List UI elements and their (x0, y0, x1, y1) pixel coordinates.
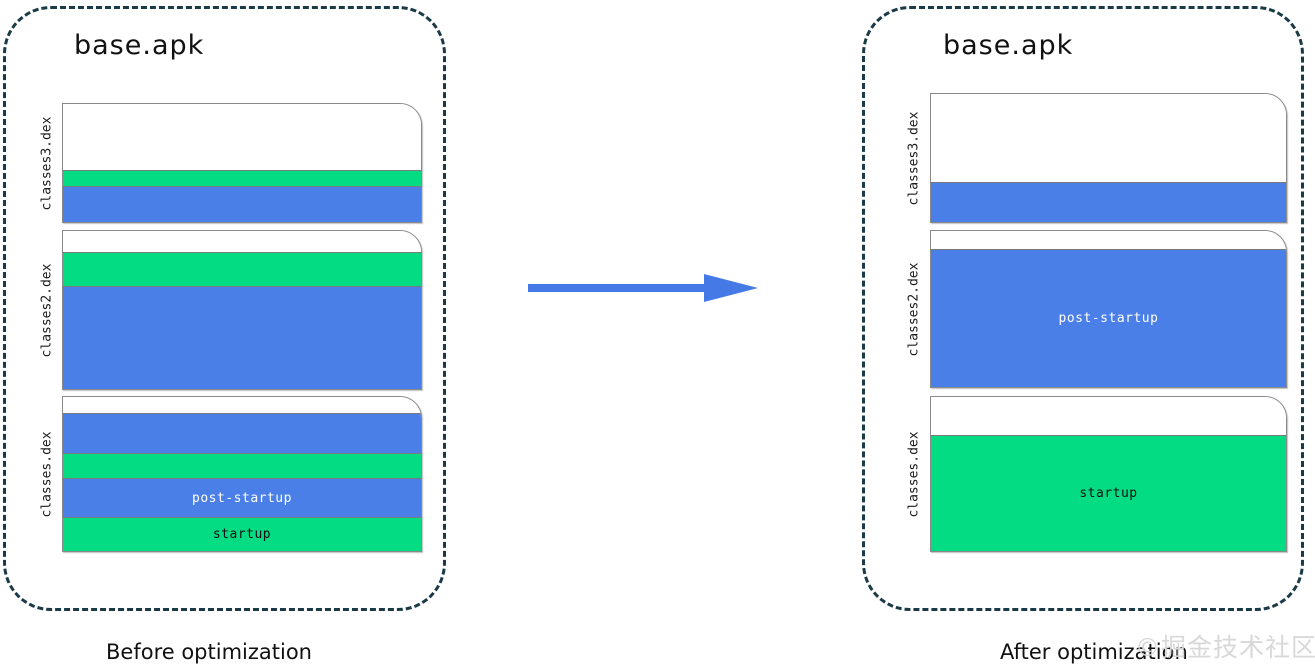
dex-segment-white (931, 94, 1286, 182)
dex-label-text: classes2.dex (39, 263, 55, 357)
dex-segment-label: post-startup (192, 490, 292, 506)
dex-stack: post-startup (930, 230, 1287, 388)
dex-label-text: classes2.dex (906, 262, 922, 356)
dex-label-classes-dex: classes.dex (36, 396, 58, 552)
dex-segment-green (63, 169, 421, 186)
dex-label-classes2-dex: classes2.dex (903, 230, 925, 388)
dex-segment-blue (931, 181, 1286, 222)
page-title-left: base.apk (74, 30, 205, 61)
dex-group-classes2-before: classes2.dex (36, 230, 422, 390)
dex-segment-label: post-startup (1058, 310, 1159, 326)
dex-segment-green (63, 251, 421, 287)
dex-segment-blue-post-startup: post-startup (63, 478, 421, 518)
dex-label-classes3-dex: classes3.dex (903, 93, 925, 223)
dex-stack (62, 230, 422, 390)
dex-segment-green-startup: startup (931, 434, 1286, 551)
caption-after: After optimization (1000, 640, 1188, 664)
dex-group-classes-after: classes.dex startup (903, 396, 1287, 552)
dex-segment-blue-post-startup: post-startup (931, 248, 1286, 387)
optimization-arrow (528, 272, 758, 304)
dex-label-classes-dex: classes.dex (903, 396, 925, 552)
watermark: ©掘金技术社区 (1135, 633, 1315, 662)
dex-stack (62, 103, 422, 223)
dex-label-text: classes.dex (39, 430, 55, 518)
dex-segment-label: startup (1079, 485, 1138, 501)
caption-before: Before optimization (106, 640, 312, 664)
dex-stack (930, 93, 1287, 223)
dex-group-classes3-before: classes3.dex (36, 103, 422, 223)
dex-segment-green-startup: startup (63, 517, 421, 551)
page-title-right: base.apk (943, 30, 1074, 61)
dex-label-text: classes3.dex (39, 116, 55, 210)
dex-group-classes-before: classes.dex post-startup startup (36, 396, 422, 552)
dex-stack: post-startup startup (62, 396, 422, 552)
dex-label-classes3-dex: classes3.dex (36, 103, 58, 223)
dex-segment-green (63, 453, 421, 478)
dex-segment-blue (63, 286, 421, 389)
dex-stack: startup (930, 396, 1287, 552)
arrow-right-icon (528, 274, 758, 302)
dex-segment-blue (63, 185, 421, 222)
dex-segment-label: startup (212, 527, 272, 543)
after-optimization-panel (862, 6, 1304, 611)
dex-label-classes2-dex: classes2.dex (36, 230, 58, 390)
dex-group-classes3-after: classes3.dex (903, 93, 1287, 223)
dex-segment-white (931, 397, 1286, 435)
dex-group-classes2-after: classes2.dex post-startup (903, 230, 1287, 388)
dex-segment-blue (63, 412, 421, 454)
dex-label-text: classes.dex (906, 430, 922, 518)
dex-segment-white (63, 397, 421, 413)
before-optimization-panel (3, 6, 446, 611)
dex-label-text: classes3.dex (906, 111, 922, 205)
dex-segment-white (931, 231, 1286, 249)
dex-segment-white (63, 231, 421, 252)
dex-segment-white (63, 104, 421, 170)
